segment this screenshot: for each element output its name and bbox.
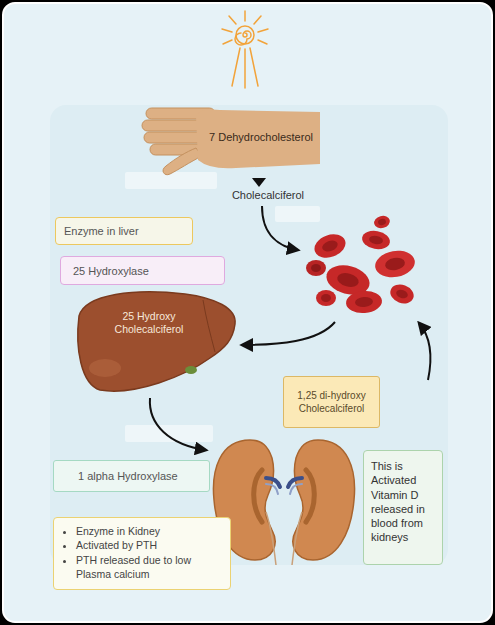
sun-spiral: [235, 31, 251, 45]
thumb: [163, 148, 202, 175]
enzyme-box: 25 Hydroxylase: [60, 256, 225, 285]
node-text: This is Activated Vitamin D released in …: [371, 459, 435, 545]
cell-center: [395, 288, 409, 300]
cell-body: [345, 289, 383, 314]
sun-disc: [236, 26, 254, 44]
note-box: This is Activated Vitamin D released in …: [363, 450, 443, 565]
cell-body: [306, 260, 326, 276]
sun-symbol: [222, 11, 268, 88]
cell-center: [377, 218, 386, 226]
cell-body: [373, 214, 392, 230]
compound-label: Cholecalciferol: [200, 189, 336, 201]
placeholder-bar: [275, 206, 320, 222]
flow-arrow: [262, 206, 298, 250]
cell-body: [311, 230, 349, 262]
sun-ray: [222, 29, 232, 32]
sun-ray: [250, 48, 258, 86]
sun-ray: [223, 40, 232, 44]
kidney: [293, 440, 355, 560]
sun-ray: [232, 48, 240, 86]
sun-ray: [244, 49, 246, 88]
cell-center: [336, 271, 361, 289]
blood-cell: [373, 214, 392, 230]
node-text: Enzyme in liver: [64, 225, 139, 237]
node-text: 7 Dehydrocholesterol: [209, 131, 313, 143]
blood-cell: [361, 229, 392, 252]
cell-body: [316, 290, 336, 306]
sun-ray: [258, 29, 268, 32]
blood-cell: [316, 290, 336, 306]
renal-vessel: [290, 484, 302, 494]
kidney-pelvis: [306, 470, 314, 522]
cell-center: [355, 296, 374, 308]
placeholder-bar: [125, 172, 217, 189]
sun-ray: [258, 40, 267, 44]
cell-center: [368, 235, 383, 245]
node-text: 25 Hydroxy Cholecalciferol: [103, 310, 195, 336]
cell-body: [388, 281, 417, 306]
bullet-text: PTH released due to low Plasma calcium: [76, 554, 222, 581]
enzyme-box: Enzyme in liver: [55, 217, 193, 245]
liver-outline: [75, 288, 237, 394]
bullet-text: Activated by PTH: [76, 539, 222, 553]
red-blood-cells: [306, 214, 417, 314]
liver-lobe-line: [203, 300, 215, 352]
ureter: [266, 512, 276, 565]
ureter: [292, 512, 302, 565]
liver-illustration: 25 Hydroxy Cholecalciferol: [75, 288, 237, 394]
sun-ray: [254, 16, 261, 24]
flow-arrow: [242, 322, 335, 345]
bullet-list: Enzyme in KidneyActivated by PTHPTH rele…: [62, 525, 222, 583]
blood-cell: [373, 248, 417, 281]
sun-ray: [229, 16, 236, 24]
cell-body: [361, 229, 392, 252]
sun-ray: [244, 11, 246, 21]
cell-center: [321, 294, 331, 302]
inner-panel: [50, 105, 448, 565]
blood-cell: [311, 230, 349, 262]
palm: [196, 110, 320, 169]
kidney-pelvis: [254, 470, 262, 522]
flow-arrow: [419, 323, 430, 380]
blood-cell: [345, 289, 383, 314]
enzyme-box: 1 alpha Hydroxylase: [53, 460, 210, 492]
blood-cell: [388, 281, 417, 306]
bullet-note-box: Enzyme in KidneyActivated by PTHPTH rele…: [53, 517, 231, 590]
node-text: 1 alpha Hydroxylase: [78, 470, 178, 482]
placeholder-bar: [125, 425, 213, 442]
flow-arrow: [150, 398, 206, 450]
cell-center: [321, 239, 339, 254]
down-triangle: [252, 178, 266, 187]
liver-body: [78, 292, 235, 391]
renal-vessel: [266, 484, 278, 494]
hand-illustration: 7 Dehydrocholesterol: [140, 98, 320, 176]
kidneys: [213, 440, 354, 565]
cell-center: [384, 256, 406, 271]
cell-body: [373, 248, 417, 281]
bullet-text: Enzyme in Kidney: [76, 525, 222, 539]
product-box: 1,25 di-hydroxy Cholecalciferol: [283, 376, 380, 428]
liver-highlight: [89, 359, 121, 377]
blood-cell: [306, 260, 326, 276]
node-text: 25 Hydroxylase: [73, 265, 149, 277]
node-text: 1,25 di-hydroxy Cholecalciferol: [290, 389, 373, 415]
kidney-body: [293, 440, 355, 560]
gallbladder: [185, 366, 197, 374]
card-background: [3, 3, 492, 622]
cell-center: [311, 264, 321, 272]
